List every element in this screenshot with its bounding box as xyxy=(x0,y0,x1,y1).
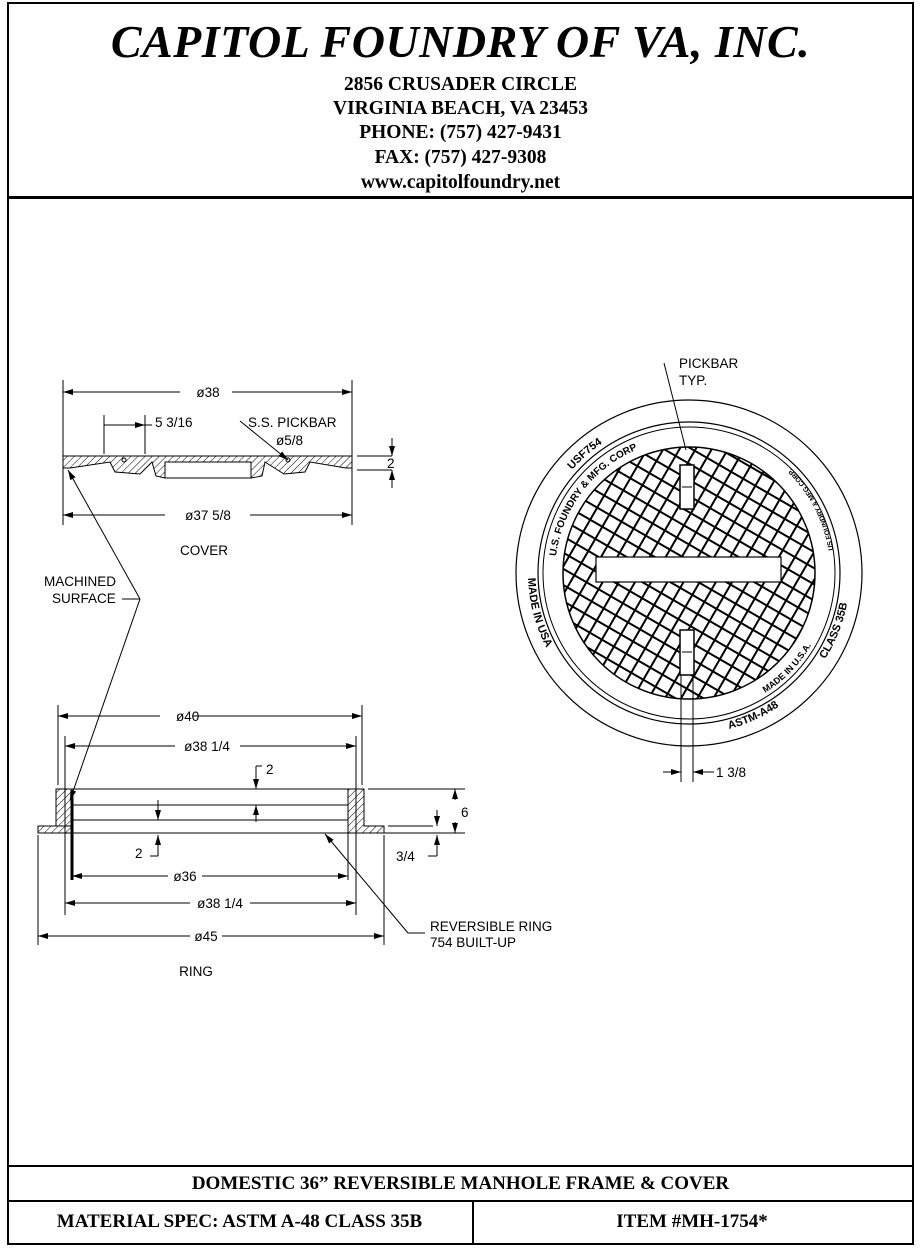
pickbar-typ-label-2: TYP. xyxy=(679,373,707,388)
fax-number: FAX: (757) 427-9308 xyxy=(374,147,547,168)
cover-section-view xyxy=(62,380,395,801)
ring-dia-38-1-4-top: ø38 1/4 xyxy=(184,739,230,754)
website-link[interactable]: www.capitolfoundry.net xyxy=(360,172,561,193)
cover-plan-view xyxy=(515,362,863,782)
cover-dia-37-5-8: ø37 5/8 xyxy=(185,508,231,523)
phone-number: PHONE: (757) 427-9431 xyxy=(359,122,562,143)
pickbar-label: S.S. PICKBAR xyxy=(248,415,337,430)
cover-label: COVER xyxy=(180,543,228,558)
ring-height-6: 6 xyxy=(461,805,469,820)
machined-label-1: MACHINED xyxy=(44,574,116,589)
machined-label-2: SURFACE xyxy=(52,591,116,606)
ring-dia-38-1-4-bottom: ø38 1/4 xyxy=(197,896,243,911)
built-up-note: 754 BUILT-UP xyxy=(430,935,516,950)
title-block-header: CAPITOL FOUNDRY OF VA, INC. 2856 CRUSADE… xyxy=(7,2,914,199)
item-number: ITEM #MH-1754* xyxy=(616,1211,768,1232)
ring-dia-40: ø40 xyxy=(176,709,199,724)
ring-dia-45: ø45 xyxy=(194,929,217,944)
ring-label: RING xyxy=(179,964,213,979)
cover-pickbar-offset: 5 3/16 xyxy=(155,415,193,430)
city-address: VIRGINIA BEACH, VA 23453 xyxy=(332,98,588,119)
material-spec: MATERIAL SPEC: ASTM A-48 CLASS 35B xyxy=(7,1200,474,1243)
drawing-title: DOMESTIC 36” REVERSIBLE MANHOLE FRAME & … xyxy=(7,1165,914,1202)
ring-bottom-2: 2 xyxy=(135,846,143,861)
ring-top-2: 2 xyxy=(266,762,274,777)
rim-class-35b: CLASS 35B xyxy=(817,601,850,661)
ring-flange-3-4: 3/4 xyxy=(396,849,415,864)
page-frame xyxy=(7,2,914,1245)
ring-dia-36: ø36 xyxy=(173,869,196,884)
ring-section-view xyxy=(37,705,465,945)
street-address: 2856 CRUSADER CIRCLE xyxy=(344,74,577,95)
pickbar-typ-label-1: PICKBAR xyxy=(679,356,739,371)
reversible-ring-note: REVERSIBLE RING xyxy=(430,919,552,934)
cover-thickness: 2 xyxy=(387,456,395,471)
pickbar-dia: ø5/8 xyxy=(276,433,303,448)
cover-dia-38: ø38 xyxy=(196,385,219,400)
company-name: CAPITOL FOUNDRY OF VA, INC. xyxy=(110,16,811,67)
slot-width-dim: 1 3/8 xyxy=(716,765,746,780)
